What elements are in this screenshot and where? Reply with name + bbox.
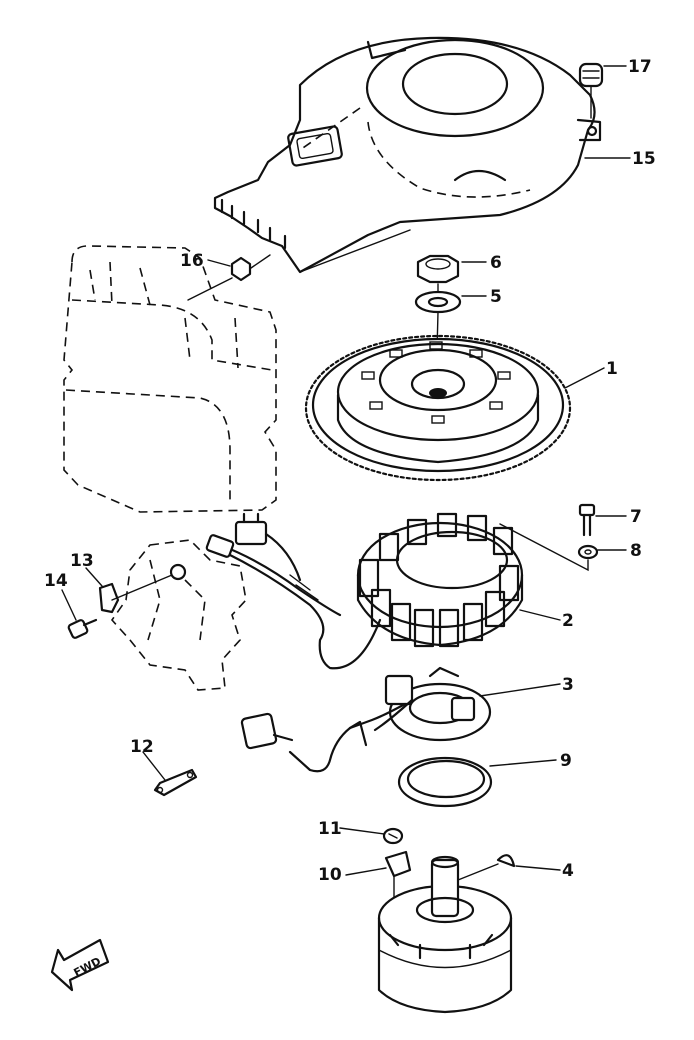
part-7-bolt [578, 503, 596, 537]
part-1-flywheel [304, 334, 572, 482]
callout-17: 17 [628, 57, 652, 77]
part-17-grommet [578, 62, 604, 119]
part-8-washer [577, 544, 599, 560]
part-12-lever [153, 768, 198, 797]
flywheel-cover [213, 36, 602, 274]
callout-2: 2 [562, 611, 574, 631]
callout-5: 5 [490, 287, 502, 307]
callout-13: 13 [70, 551, 94, 571]
callout-8: 8 [630, 541, 642, 561]
engine-block-outline [63, 245, 277, 513]
callout-14: 14 [44, 571, 68, 591]
part-13-clamp [98, 574, 173, 614]
part-6-nut [416, 254, 460, 284]
callout-9: 9 [560, 751, 572, 771]
crankshaft-base [377, 855, 513, 1014]
arrow-down-left-icon [50, 938, 110, 992]
callout-1: 1 [606, 359, 618, 379]
fwd-marker: FWD [50, 938, 110, 992]
callout-16: 16 [180, 251, 204, 271]
callout-12: 12 [130, 737, 154, 757]
part-4-key [496, 854, 516, 868]
callout-11: 11 [318, 819, 342, 839]
part-2-stator [356, 512, 524, 648]
part-11-screw [382, 827, 404, 845]
callout-6: 6 [490, 253, 502, 273]
callout-7: 7 [630, 507, 642, 527]
callout-10: 10 [318, 865, 342, 885]
callout-3: 3 [562, 675, 574, 695]
part-14-screw [67, 618, 98, 639]
mount-bracket-outline [110, 539, 247, 691]
callout-4: 4 [562, 861, 574, 881]
part-9-ring [397, 756, 493, 808]
part-16-nut [187, 254, 271, 301]
leader-lines [61, 65, 631, 876]
part-5-washer [414, 290, 462, 314]
stator-wiring [205, 512, 382, 670]
callout-labels: 17 15 16 6 5 1 7 8 2 3 9 11 10 4 12 13 1… [44, 57, 656, 885]
part-3-pulser-coil [240, 666, 492, 773]
callout-15: 15 [632, 149, 656, 169]
